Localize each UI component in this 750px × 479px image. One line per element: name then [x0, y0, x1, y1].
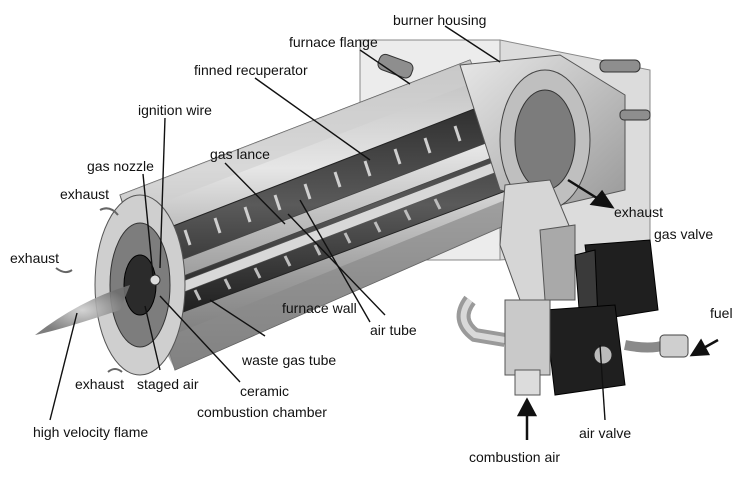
label-high-velocity-flame: high velocity flame [33, 424, 149, 440]
flow-arrows [516, 178, 719, 440]
exhaust-curve-arrows [55, 207, 123, 373]
label-combustion-air: combustion air [469, 449, 561, 465]
label-waste-gas-tube: waste gas tube [242, 352, 337, 368]
label-gas-lance: gas lance [210, 146, 270, 162]
label-ceramic: ceramic [240, 383, 290, 399]
label-finned-recuperator: finned recuperator [194, 62, 308, 78]
air-valve-body [544, 304, 626, 396]
label-ignition-wire: ignition wire [138, 102, 212, 118]
label-exhaust-left: exhaust [10, 250, 60, 266]
leader-lines [49, 25, 606, 421]
label-gas-valve: gas valve [654, 226, 714, 242]
label-furnace-flange: furnace flange [289, 34, 378, 50]
label-fuel: fuel [710, 305, 733, 321]
label-air-valve: air valve [579, 425, 632, 441]
label-furnace-wall: furnace wall [282, 300, 357, 316]
flame-shape [35, 285, 130, 335]
label-exhaust-lower: exhaust [75, 376, 125, 392]
gas-valve-body [574, 239, 659, 323]
label-exhaust-right: exhaust [614, 204, 664, 220]
tube-front-cap [94, 194, 186, 376]
label-gas-nozzle: gas nozzle [87, 158, 154, 174]
label-staged-air: staged air [137, 376, 199, 392]
label-burner-housing: burner housing [393, 12, 487, 28]
piping [456, 295, 689, 396]
label-air-tube: air tube [370, 322, 417, 338]
exhaust-elbow [499, 179, 576, 301]
label-combustion-chamber: combustion chamber [197, 404, 327, 420]
burner-housing-shape [377, 53, 651, 211]
label-exhaust-upper-left: exhaust [60, 186, 110, 202]
cutaway-interior [149, 94, 536, 316]
